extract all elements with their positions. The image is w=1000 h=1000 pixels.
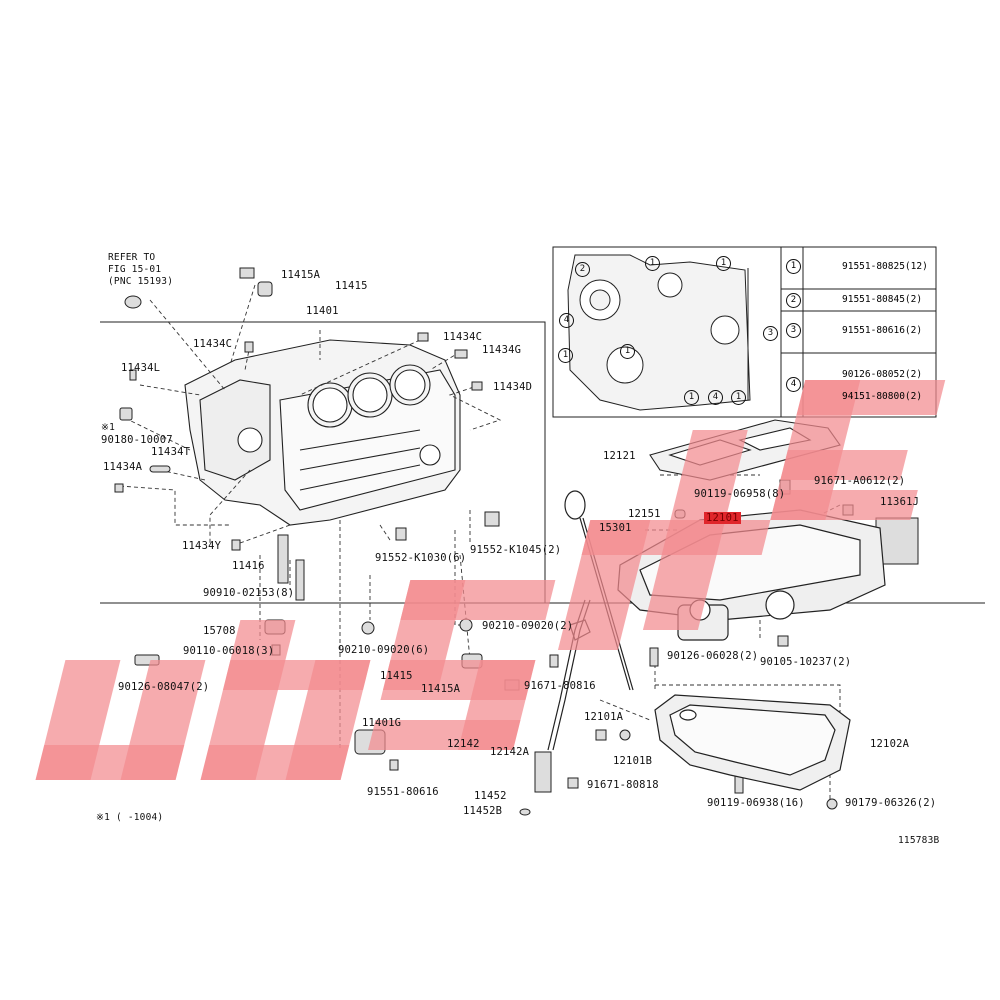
part-label-90119-06958[interactable]: 90119-06958(8): [694, 488, 786, 500]
part-label-90180[interactable]: 90180-10007: [101, 434, 173, 446]
bolt-table-part-2[interactable]: 91551-80845(2): [842, 294, 923, 305]
part-label-12101-highlighted[interactable]: 12101: [704, 512, 741, 524]
part-label-11415A-mid[interactable]: 11415A: [421, 683, 461, 695]
part-label-91671-80818[interactable]: 91671-80818: [587, 779, 659, 791]
inset-callout-3: 3: [763, 326, 778, 341]
inset-callout-2: 2: [575, 262, 590, 277]
footnote-marker-left: ※1: [101, 422, 116, 433]
part-label-11434C-right[interactable]: 11434C: [443, 331, 483, 343]
refer-note-line2[interactable]: FIG 15-01: [108, 264, 162, 275]
inset-callout-1b: 1: [716, 256, 731, 271]
part-label-12121[interactable]: 12121: [603, 450, 636, 462]
bolt-table-row-3: 3 91551-80616(2): [782, 311, 937, 353]
part-label-12142A[interactable]: 12142A: [490, 746, 530, 758]
part-label-11434C-left[interactable]: 11434C: [193, 338, 233, 350]
part-label-11415A-top[interactable]: 11415A: [281, 269, 321, 281]
part-label-90910[interactable]: 90910-02153(8): [203, 587, 295, 599]
part-label-15708[interactable]: 15708: [203, 625, 236, 637]
inset-callout-1e: 1: [684, 390, 699, 405]
inset-callout-1c: 1: [558, 348, 573, 363]
part-label-11452[interactable]: 11452: [474, 790, 507, 802]
part-label-11434Y[interactable]: 11434Y: [182, 540, 222, 552]
bolt-table-num-4: 4: [786, 377, 801, 392]
part-label-12151[interactable]: 12151: [628, 508, 661, 520]
part-label-11434G[interactable]: 11434G: [482, 344, 522, 356]
part-label-91552-K1030[interactable]: 91552-K1030(6): [375, 552, 467, 564]
inset-callout-4b: 4: [708, 390, 723, 405]
inset-callout-4a: 4: [559, 313, 574, 328]
part-label-90126-06028[interactable]: 90126-06028(2): [667, 650, 759, 662]
bolt-table-part-4a[interactable]: 90126-08052(2): [842, 369, 923, 380]
figure-code: 115783B: [898, 835, 940, 846]
part-label-90110[interactable]: 90110-06018(3): [183, 645, 275, 657]
part-label-91671-A0612[interactable]: 91671-A0612(2): [814, 475, 906, 487]
timing-cover-inset: [567, 254, 751, 411]
part-label-11401[interactable]: 11401: [306, 305, 339, 317]
bolt-table-num-1: 1: [786, 259, 801, 274]
refer-note-line1: REFER TO: [108, 252, 156, 263]
inset-callout-1d: 1: [620, 344, 635, 359]
part-label-12101B[interactable]: 12101B: [613, 755, 653, 767]
part-label-11434T[interactable]: 11434T: [151, 446, 191, 458]
bolt-table-row-1: 1 91551-80825(12): [782, 247, 937, 289]
part-label-11452B[interactable]: 11452B: [463, 805, 503, 817]
part-label-90179-06326[interactable]: 90179-06326(2): [845, 797, 937, 809]
part-label-11415-top[interactable]: 11415: [335, 280, 368, 292]
part-label-15301[interactable]: 15301: [599, 522, 632, 534]
bolt-table-num-2: 2: [786, 293, 801, 308]
part-label-90210-6[interactable]: 90210-09020(6): [338, 644, 430, 656]
engine-block: [184, 339, 461, 526]
part-label-90105-10237[interactable]: 90105-10237(2): [760, 656, 852, 668]
part-label-12142[interactable]: 12142: [447, 738, 480, 750]
part-label-91551-80616[interactable]: 91551-80616: [367, 786, 439, 798]
part-label-11434L[interactable]: 11434L: [121, 362, 161, 374]
part-label-11434A[interactable]: 11434A: [103, 461, 143, 473]
part-label-11416[interactable]: 11416: [232, 560, 265, 572]
part-label-90210-2[interactable]: 90210-09020(2): [482, 620, 574, 632]
part-label-90119-06938[interactable]: 90119-06938(16): [707, 797, 805, 809]
bolt-table-row-2: 2 91551-80845(2): [782, 289, 937, 311]
bolt-table-num-3: 3: [786, 323, 801, 338]
part-label-90126-08047[interactable]: 90126-08047(2): [118, 681, 210, 693]
inset-callout-1f: 1: [731, 390, 746, 405]
footnote: ※1 ( -1004): [96, 812, 164, 823]
part-label-12102A[interactable]: 12102A: [870, 738, 910, 750]
inset-callout-1a: 1: [645, 256, 660, 271]
lower-oil-pan: [654, 694, 851, 791]
part-label-11415-mid[interactable]: 11415: [380, 670, 413, 682]
part-label-91671-80816[interactable]: 91671-80816: [524, 680, 596, 692]
bolt-table-part-4b[interactable]: 94151-80800(2): [842, 391, 923, 402]
bolt-table-part-3[interactable]: 91551-80616(2): [842, 325, 923, 336]
part-label-91552-K1045[interactable]: 91552-K1045(2): [470, 544, 562, 556]
part-label-11434D[interactable]: 11434D: [493, 381, 533, 393]
part-label-11401G[interactable]: 11401G: [362, 717, 402, 729]
bolt-table-part-1[interactable]: 91551-80825(12): [842, 261, 928, 272]
part-label-12101A[interactable]: 12101A: [584, 711, 624, 723]
bolt-table-row-4: 4 90126-08052(2) 94151-80800(2): [782, 353, 937, 417]
refer-note-line3[interactable]: (PNC 15193): [108, 276, 174, 287]
part-label-11361J[interactable]: 11361J: [880, 496, 920, 508]
